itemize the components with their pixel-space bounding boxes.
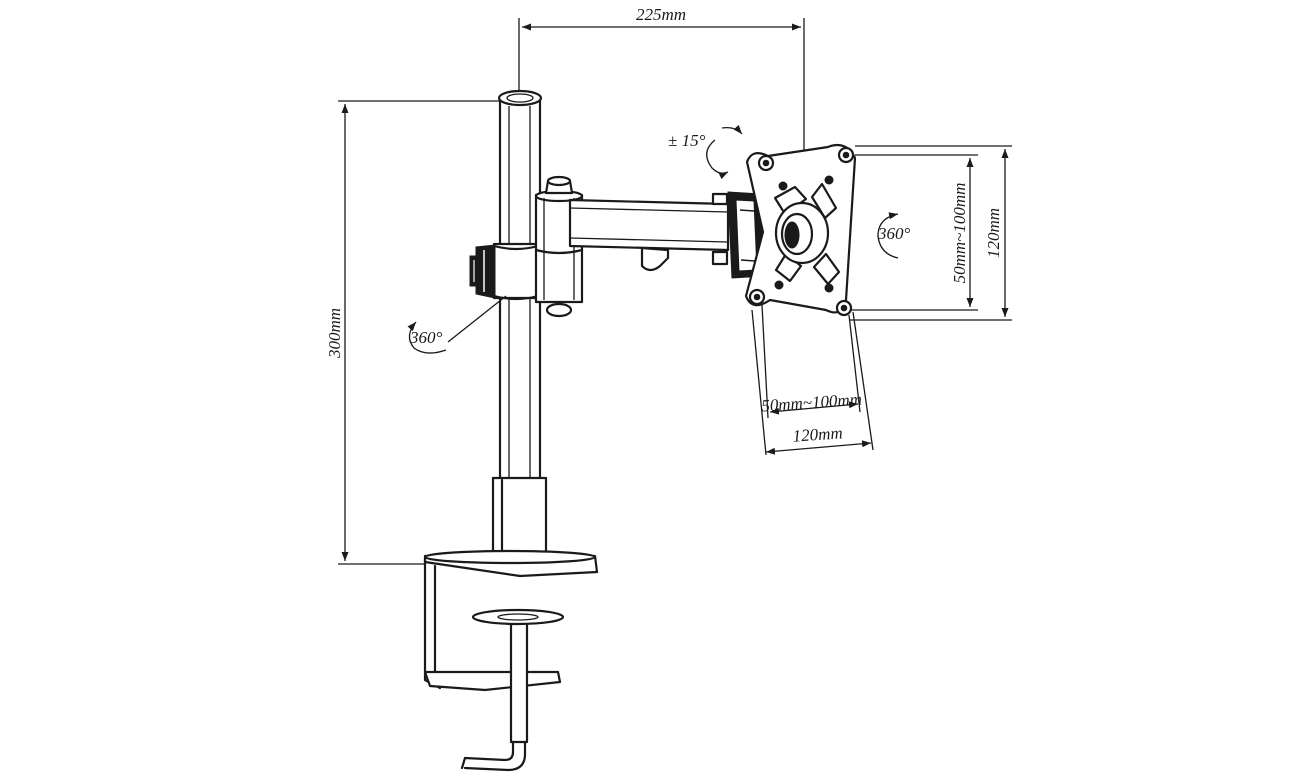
- dimension-vesa-vertical: 50mm~100mm 120mm: [850, 145, 1012, 321]
- pole-rotation-label: 360°: [409, 328, 443, 347]
- pole-height-label: 300mm: [325, 308, 344, 359]
- desk-clamp: [423, 549, 599, 772]
- dimension-vesa-horizontal: 50mm~100mm 120mm: [751, 304, 874, 456]
- pole-rotation-indicator: 360°: [407, 295, 507, 354]
- plate-rotation-indicator: 360°: [877, 212, 911, 259]
- dimension-arm-reach: 225mm: [518, 5, 805, 165]
- vesa-plate: [744, 143, 857, 317]
- arm-reach-label: 225mm: [636, 5, 686, 24]
- vesa-horizontal-range-label: 50mm~100mm: [761, 390, 863, 416]
- pole: [491, 89, 548, 559]
- tilt-head: [711, 191, 765, 279]
- horizontal-arm: [568, 198, 730, 272]
- dimension-pole-height: 300mm: [325, 100, 500, 565]
- tilt-label: ± 15°: [668, 131, 706, 150]
- vesa-vertical-max-label: 120mm: [984, 208, 1003, 258]
- vesa-horizontal-max-label: 120mm: [792, 423, 843, 445]
- plate-rotation-label: 360°: [877, 224, 911, 243]
- tilt-rotation-indicator: ± 15°: [668, 124, 743, 180]
- pole-collar: [469, 242, 540, 301]
- vesa-vertical-range-label: 50mm~100mm: [950, 183, 969, 284]
